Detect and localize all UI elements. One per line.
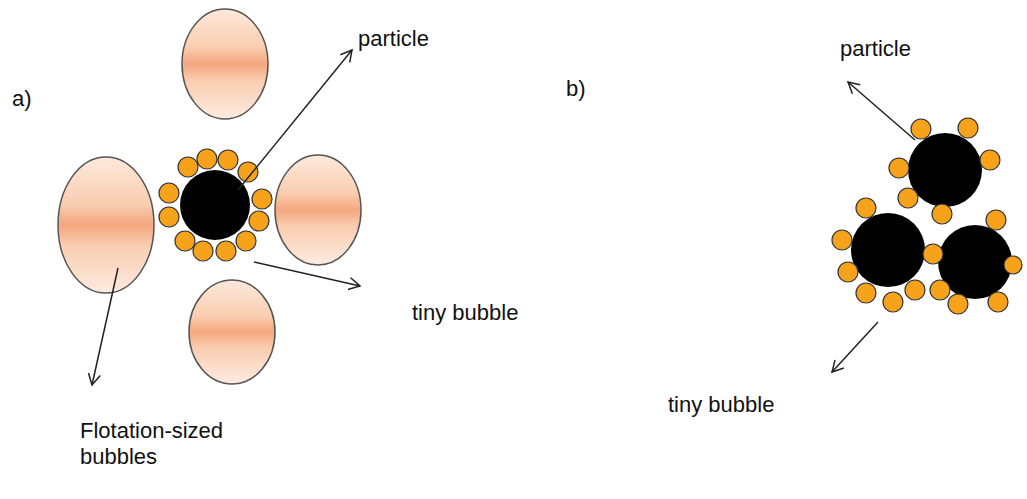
tiny-bubble-label: tiny bubble (668, 392, 774, 418)
panel-label: a) (12, 86, 32, 112)
tiny-bubble-label: tiny bubble (412, 300, 518, 326)
tiny-bubbles-a (159, 149, 272, 261)
flotation-bubbles (58, 9, 361, 384)
particle-a (180, 170, 250, 240)
particle-label: particle (358, 26, 429, 52)
tiny-bubbles-b (832, 118, 1022, 314)
leader-arrows (92, 50, 915, 385)
particle-label: particle (840, 36, 911, 62)
panel-label: b) (566, 76, 586, 102)
bubble-size-label: Flotation-sized bubbles (80, 418, 265, 470)
particles-b (851, 133, 1012, 299)
